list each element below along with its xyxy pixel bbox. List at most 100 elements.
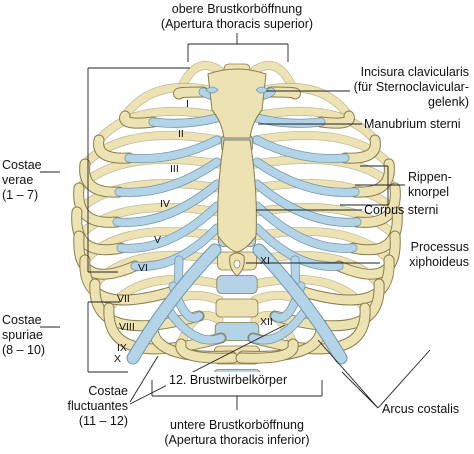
rib-3-left-anterior [340, 135, 380, 163]
label-fluctuantes-line1: Costae [88, 384, 128, 398]
rib-2-right-anterior [120, 111, 158, 128]
rib-numeral-9: IX [117, 342, 127, 354]
rib-3-left-cartilage [253, 136, 349, 163]
rib-3-right-anterior [94, 135, 134, 163]
rib-numeral-12: XII [260, 316, 273, 328]
label-fluctuantes-line2: fluctuantes [67, 399, 128, 413]
rib-4-left-cartilage [253, 158, 359, 197]
rib-6-right-cartilage [117, 202, 221, 253]
label-incisura-clavicularis: Incisura clavicularis (für Sternoclavicu… [354, 65, 469, 110]
label-xiphoid-line2: xiphoideus [409, 255, 469, 269]
rib-numeral-2: II [178, 128, 184, 140]
rib-8-right-anterior [80, 255, 182, 305]
incisura-clavicularis-right [255, 86, 269, 94]
leader-arcus-costalis [317, 339, 431, 409]
arcus-costalis-left [253, 244, 347, 364]
rib-3-right-cartilage [125, 136, 221, 163]
label-spuriae-line1: Costae [2, 313, 42, 327]
rib-6-left-posterior [251, 179, 401, 216]
label-apertura-inferior-line1: untere Brustkorböffnung [170, 418, 304, 432]
leader-lines [40, 33, 431, 410]
rib-numeral-8: VIII [119, 321, 135, 333]
label-processus-xiphoideus: Processus xiphoideus [409, 240, 469, 270]
rib-6-left-anterior [348, 207, 402, 255]
label-verae-line1: Costae [2, 158, 42, 172]
rib-5-left-cartilage [253, 180, 361, 227]
rib-5-right-anterior [74, 183, 122, 227]
label-apertura-inferior: untere Brustkorböffnung (Apertura thorac… [137, 418, 337, 448]
label-apertura-superior-line2: (Apertura thoracis superior) [160, 17, 314, 31]
anterior-ribs-and-cartilage [71, 86, 403, 365]
leader-apertura-superior [187, 33, 289, 62]
rib-numeral-11: XI [260, 255, 270, 267]
rib-numeral-7: VII [117, 293, 130, 305]
rib-4-right-anterior [80, 159, 124, 197]
rib-7-left-anterior [334, 231, 400, 279]
rib-3-right-posterior [95, 107, 223, 144]
label-spuriae-line2: spuriae [2, 328, 43, 342]
leader-rippenknorpel [340, 165, 405, 206]
rib-2-right-cartilage [149, 114, 221, 128]
label-arcus-costalis: Arcus costalis [382, 402, 460, 416]
rib-numeral-6: VI [138, 262, 148, 274]
label-incisura-line2: (für Sternoclavicular- [353, 80, 469, 94]
leader-costae-verae [40, 67, 190, 273]
vertebra-11 [215, 298, 259, 318]
rib-4-right-cartilage [115, 158, 221, 197]
label-fluctuantes-line3: (11 – 12) [78, 414, 128, 428]
label-verae-line2: verae [2, 173, 34, 187]
label-costae-spuriae: Costae spuriae (8 – 10) [2, 313, 45, 358]
label-rippenknorpel-line2: knorpel [408, 185, 449, 199]
label-rippenknorpel: Rippen- knorpel [408, 170, 452, 200]
rib-4-right-posterior [81, 131, 223, 168]
label-costae-fluctuantes: Costae fluctuantes (11 – 12) [60, 384, 128, 429]
arcus-costalis-right [127, 244, 221, 364]
manubrium-sterni-shape [207, 68, 267, 139]
rib-12-right-anterior [176, 339, 238, 363]
label-apertura-superior: obere Brustkorböffnung (Apertura thoraci… [137, 2, 337, 32]
rib-3-left-posterior [251, 107, 379, 144]
label-incisura-line3: gelenk) [428, 95, 469, 109]
label-xiphoid-line1: Processus [410, 240, 469, 254]
rib-7-right-posterior [75, 203, 223, 240]
rib-5-right-cartilage [113, 180, 221, 227]
vertebra-10 [216, 275, 258, 294]
rib-6-right-anterior [72, 207, 126, 255]
incisura-clavicularis-left [205, 86, 219, 94]
sternum [205, 68, 269, 277]
label-spuriae-line3: (8 – 10) [2, 343, 46, 357]
rib-numeral-4: IV [160, 198, 170, 210]
label-apertura-inferior-line2: (Apertura thoracis inferior) [164, 433, 310, 447]
label-apertura-superior-line1: obere Brustkorböffnung [171, 2, 303, 16]
rib-12-left-anterior [236, 339, 298, 363]
rib-10-right-cartilage [163, 304, 225, 344]
corpus-sterni-shape [217, 139, 257, 253]
leader-apertura-inferior [151, 380, 323, 410]
label-brustwirbelkoerper: 12. Brustwirbelkörper [166, 372, 291, 389]
label-rippenknorpel-line1: Rippen- [408, 170, 452, 184]
xiphoid-foramen [233, 259, 241, 269]
rib-2-left-anterior [316, 111, 354, 128]
rib-4-left-posterior [251, 131, 393, 168]
label-corpus-sterni: Corpus sterni [364, 203, 439, 217]
rib-10-left-cartilage [249, 304, 311, 344]
label-verae-line3: (1 – 7) [2, 188, 39, 202]
rib-numeral-1: I [186, 98, 189, 110]
rib-numeral-3: III [170, 163, 179, 175]
label-manubrium-sterni: Manubrium sterni [364, 117, 461, 131]
rib-6-right-posterior [73, 179, 223, 216]
rib-numeral-10: X [114, 353, 122, 365]
rib-7-right-anterior [74, 231, 140, 279]
rib-4-left-anterior [350, 159, 394, 197]
rib-2-left-cartilage [253, 114, 325, 128]
rib-numeral-5: V [154, 234, 162, 246]
label-incisura-line1: Incisura clavicularis [360, 65, 469, 79]
rib-8-left-anterior [292, 255, 394, 305]
leader-costae-fluctuantes [129, 324, 286, 405]
rib-6-left-cartilage [253, 202, 357, 253]
leader-costae-spuriae [40, 301, 128, 373]
rib-5-left-anterior [352, 183, 400, 227]
label-costae-verae: Costae verae (1 – 7) [2, 158, 42, 203]
